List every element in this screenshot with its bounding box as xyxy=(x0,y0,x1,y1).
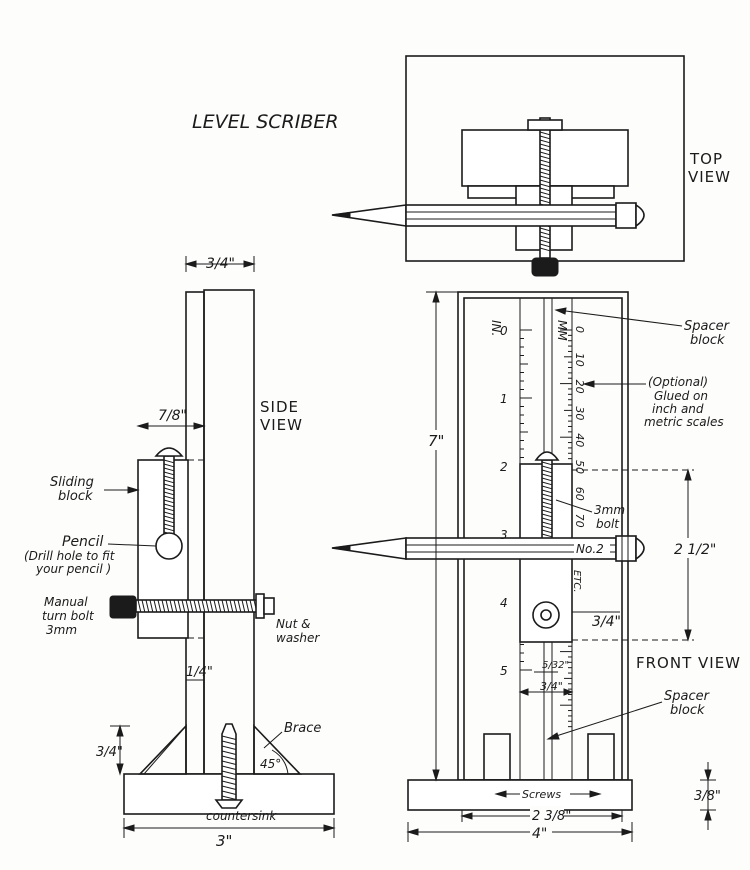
side-base-height-text: 3/4" xyxy=(96,745,123,760)
front-spacer-left xyxy=(483,733,511,781)
optional-label-3: inch and xyxy=(652,402,704,416)
front-base-height-text: 3/8" xyxy=(694,789,721,804)
front-bolt-label-2: bolt xyxy=(596,517,620,531)
top-view-label-1: TOP xyxy=(689,150,723,168)
side-angle-text: 45° xyxy=(260,757,281,771)
side-view: 3/4" 7/8" 45 xyxy=(24,256,336,850)
side-brace-left xyxy=(138,724,187,775)
spacer-bottom-label-2: block xyxy=(670,703,705,718)
manual-bolt-label-1: Manual xyxy=(44,595,88,609)
pencil-brand-text: No.2 xyxy=(576,542,604,556)
side-top-width-text: 3/4" xyxy=(206,256,235,272)
mm-scale-label: 20 xyxy=(573,380,586,394)
side-base-width-text: 3" xyxy=(216,832,232,850)
mm-scale-label: 60 xyxy=(573,487,586,501)
top-knurled-knob xyxy=(531,257,559,277)
countersink-label: countersink xyxy=(206,809,277,823)
nut-washer-label-2: washer xyxy=(276,631,320,645)
front-bolt-width-text: 3/4" xyxy=(540,680,563,693)
front-view-label: FRONT VIEW xyxy=(636,654,741,672)
pencil-label-2: (Drill hole to fit xyxy=(24,549,116,563)
top-pencil xyxy=(331,202,645,229)
side-pencil-section xyxy=(155,532,183,560)
side-view-label-1: SIDE xyxy=(260,398,299,416)
front-bolt-small-text: 5/32" xyxy=(542,660,569,671)
front-pencil-height-text: 2 1/2" xyxy=(674,542,716,558)
side-brace-right xyxy=(253,724,302,775)
inch-scale-label: 3 xyxy=(500,528,508,542)
inch-scale-label: 0 xyxy=(500,324,508,338)
front-spacer-right xyxy=(587,733,615,781)
inch-scale-title: IN. xyxy=(489,320,503,336)
side-bolt-knob xyxy=(109,595,137,619)
optional-label-1: (Optional) xyxy=(648,375,708,389)
manual-bolt-label-3: 3mm xyxy=(46,623,77,637)
optional-label-2: Glued on xyxy=(654,389,708,403)
pencil-label-3: your pencil ) xyxy=(35,562,111,576)
side-post xyxy=(203,289,255,775)
side-washer xyxy=(255,593,265,619)
front-block-width-text: 3/4" xyxy=(592,614,621,630)
mm-scale-label: 50 xyxy=(573,460,586,474)
side-post-gap-text: 1/4" xyxy=(186,665,213,680)
inch-scale-label: 1 xyxy=(500,392,508,406)
front-screw-span-text: 2 3/8" xyxy=(532,809,571,824)
mm-scale-label: 30 xyxy=(573,406,586,420)
pencil-label-1: Pencil xyxy=(62,534,104,550)
mm-scale-label: 0 xyxy=(573,326,586,333)
sliding-block-label-1: Sliding xyxy=(50,475,94,490)
manual-bolt-label-2: turn bolt xyxy=(42,609,95,623)
brace-label: Brace xyxy=(284,721,321,736)
etc-label: ETC. xyxy=(571,570,582,593)
top-nut xyxy=(527,119,563,131)
front-pencil: No.2 xyxy=(331,535,645,562)
front-base-width-text: 4" xyxy=(532,826,547,842)
top-view-label-2: VIEW xyxy=(688,168,731,186)
spacer-top-label-2: block xyxy=(690,333,725,348)
front-bolt-label-1: 3mm xyxy=(594,503,625,517)
front-bolt-head xyxy=(534,451,560,461)
side-slider-width-text: 7/8" xyxy=(158,408,187,424)
nut-washer-label-1: Nut & xyxy=(276,617,310,631)
inch-scale-label: 2 xyxy=(500,460,508,474)
spacer-top-label-1: Spacer xyxy=(684,319,731,334)
top-view: TOP VIEW xyxy=(331,55,731,277)
mm-scale-label: 70 xyxy=(573,514,586,528)
sliding-block-label-2: block xyxy=(58,489,93,504)
side-view-label-2: VIEW xyxy=(260,416,303,434)
front-height-text: 7" xyxy=(428,432,444,450)
mm-scale-label: 40 xyxy=(573,433,586,447)
optional-label-4: metric scales xyxy=(644,415,724,429)
mm-scale-title: MM xyxy=(555,320,569,341)
spacer-bottom-label-1: Spacer xyxy=(664,689,711,704)
side-nut xyxy=(263,597,275,615)
front-view: No.2 7" 2 1/2" 3/4" 5/32" 3/4" Screws xyxy=(331,290,741,842)
front-screws-label: Screws xyxy=(522,788,561,801)
inch-scale-label: 5 xyxy=(500,664,508,678)
drawing-title: LEVEL SCRIBER xyxy=(192,111,339,133)
mm-scale-label: 10 xyxy=(573,353,586,367)
side-bolt-head xyxy=(154,447,184,457)
inch-scale-label: 4 xyxy=(500,596,508,610)
